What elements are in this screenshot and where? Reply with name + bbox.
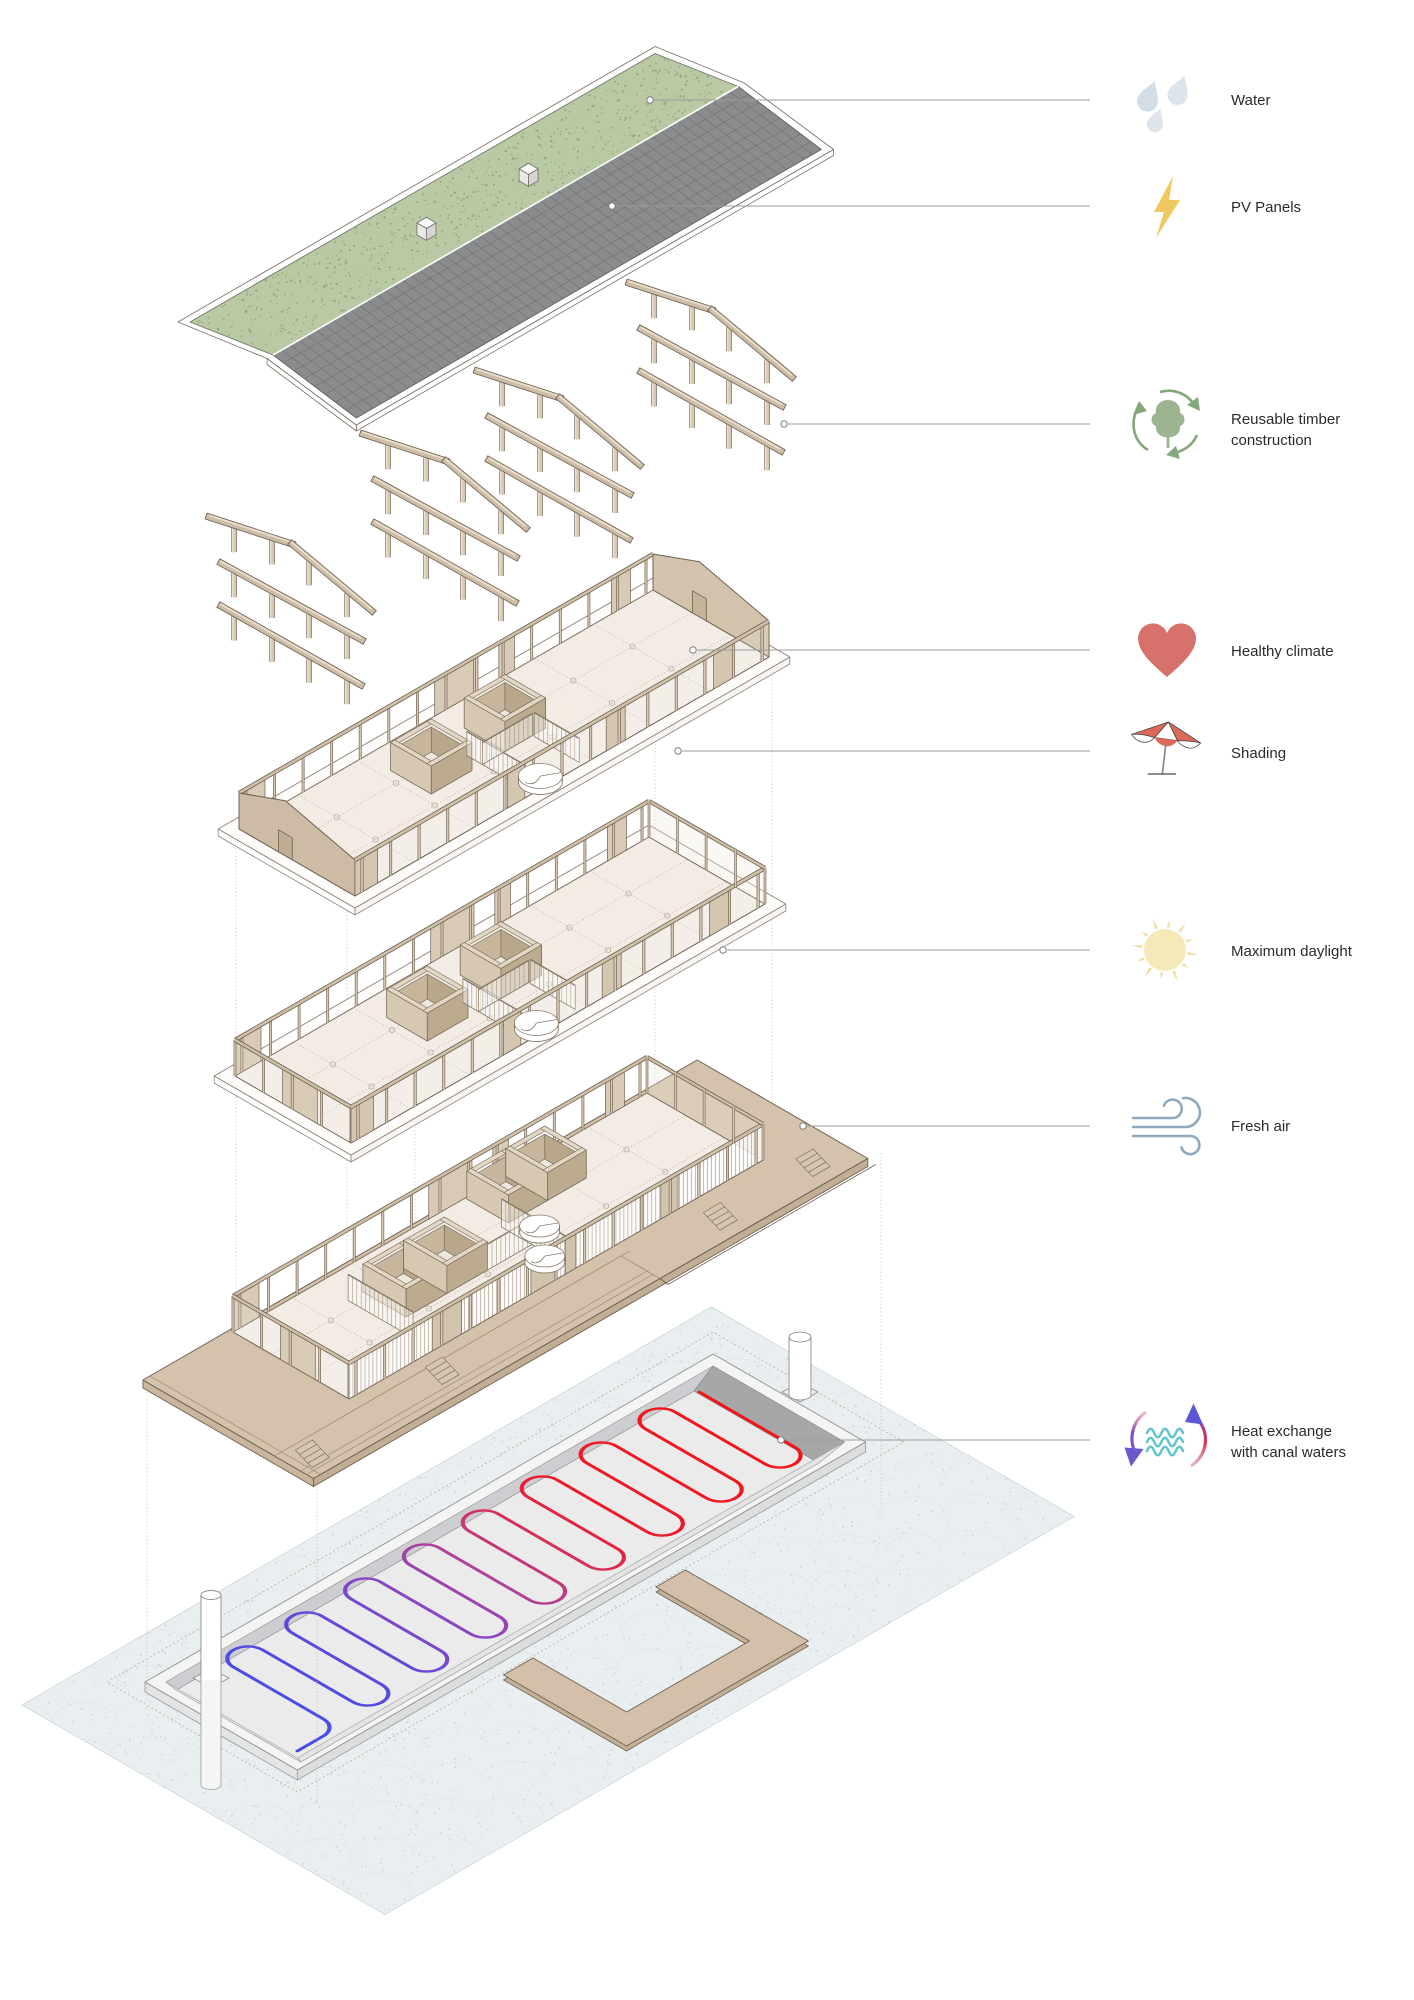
svg-text:Shading: Shading [1231,745,1286,762]
svg-text:Maximum daylight: Maximum daylight [1231,943,1353,960]
svg-text:Fresh air: Fresh air [1231,1118,1290,1135]
svg-text:PV Panels: PV Panels [1231,199,1301,216]
svg-text:with canal waters: with canal waters [1230,1444,1346,1461]
svg-text:construction: construction [1231,432,1312,449]
svg-text:Water: Water [1231,92,1270,109]
svg-text:Heat exchange: Heat exchange [1231,1423,1332,1440]
svg-text:Reusable timber: Reusable timber [1231,411,1340,428]
svg-text:Healthy climate: Healthy climate [1231,643,1334,660]
